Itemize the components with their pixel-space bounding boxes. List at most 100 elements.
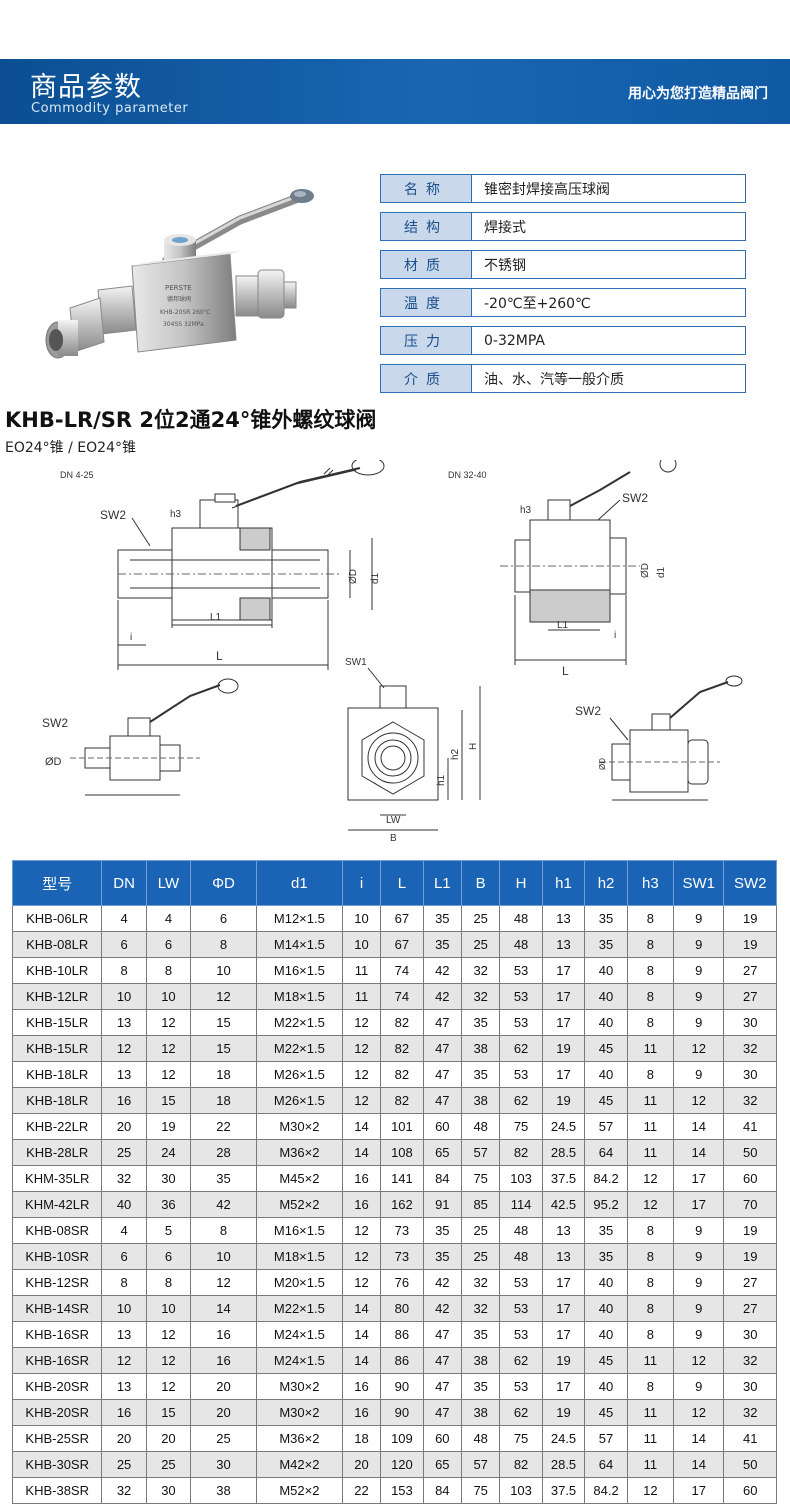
table-cell: M42×2 [255,1451,343,1478]
table-cell: 8 [626,957,674,984]
table-cell: 17 [541,1321,586,1348]
param-key: 结构 [381,213,471,240]
dim-h2: h2 [450,748,461,760]
param-value: -20℃至+260℃ [471,289,745,316]
table-cell: 32 [461,957,501,984]
table-cell: 11 [626,1113,674,1140]
table-cell: 12 [101,1347,147,1374]
table-cell: 8 [626,1269,674,1296]
param-row: 名称锥密封焊接高压球阀 [380,174,746,203]
dim-l-large: L [562,664,569,678]
table-cell: 62 [499,1087,543,1114]
table-cell: KHB-38SR [11,1477,103,1504]
table-cell: 32 [101,1165,147,1192]
dim-lw: LW [386,815,401,826]
table-cell: 14 [341,1347,382,1374]
table-cell: 62 [499,1347,543,1374]
table-cell: 30 [723,1373,777,1400]
column-header: SW2 [723,860,777,906]
table-cell: 14 [672,1113,725,1140]
table-cell: KHB-10SR [11,1243,103,1270]
table-cell: KHB-22LR [11,1113,103,1140]
table-cell: 8 [626,983,674,1010]
dim-l1: L1 [210,612,222,623]
table-cell: 13 [541,905,586,932]
table-cell: 11 [626,1035,674,1062]
column-header: DN [101,860,147,906]
table-cell: 65 [422,1451,463,1478]
table-cell: 10 [101,1295,147,1322]
drawing-front: SW1 LW B h1 h2 H [345,657,481,844]
table-cell: 8 [626,1061,674,1088]
param-row: 介质油、水、汽等一般介质 [380,364,746,393]
table-cell: KHM-42LR [11,1191,103,1218]
table-cell: KHB-08LR [11,931,103,958]
table-cell: 12 [145,1373,192,1400]
table-cell: 11 [626,1139,674,1166]
table-cell: 53 [499,1061,543,1088]
dim-od-large: ØD [640,563,651,578]
table-cell: 22 [341,1477,382,1504]
table-cell: 90 [380,1373,424,1400]
table-cell: 35 [584,931,628,958]
table-cell: KHB-28LR [11,1139,103,1166]
table-cell: 75 [461,1477,501,1504]
table-cell: 17 [672,1477,725,1504]
table-cell: 14 [341,1321,382,1348]
table-cell: M20×1.5 [255,1269,343,1296]
table-cell: M52×2 [255,1477,343,1504]
table-cell: 45 [584,1035,628,1062]
table-cell: 13 [101,1061,147,1088]
table-cell: 19 [541,1347,586,1374]
param-key: 温度 [381,289,471,316]
column-header: h1 [541,860,586,906]
table-cell: 14 [672,1425,725,1452]
table-cell: M36×2 [255,1139,343,1166]
table-cell: 9 [672,1009,725,1036]
table-cell: 9 [672,905,725,932]
table-cell: 73 [380,1243,424,1270]
table-cell: 19 [541,1399,586,1426]
table-cell: 8 [145,957,192,984]
table-cell: 86 [380,1321,424,1348]
section-title: KHB-LR/SR 2位2通24°锥外螺纹球阀 [5,408,377,432]
table-cell: KHB-14SR [11,1295,103,1322]
dim-h3: h3 [170,509,182,520]
table-cell: KHB-25SR [11,1425,103,1452]
table-cell: 8 [626,1243,674,1270]
table-cell: 12 [145,1009,192,1036]
table-cell: 53 [499,1373,543,1400]
table-cell: 10 [190,957,257,984]
table-cell: KHB-18LR [11,1061,103,1088]
table-cell: 10 [341,931,382,958]
table-cell: 9 [672,1321,725,1348]
table-cell: KHB-12LR [11,983,103,1010]
table-cell: 12 [341,1061,382,1088]
table-cell: 82 [380,1061,424,1088]
table-cell: 15 [190,1035,257,1062]
table-cell: 19 [723,931,777,958]
table-cell: 57 [584,1425,628,1452]
table-cell: 10 [341,905,382,932]
table-cell: 18 [341,1425,382,1452]
table-cell: M22×1.5 [255,1295,343,1322]
table-cell: 42 [422,1295,463,1322]
table-cell: 25 [101,1451,147,1478]
param-value: 油、水、汽等一般介质 [471,365,745,392]
table-cell: 47 [422,1321,463,1348]
table-cell: KHB-30SR [11,1451,103,1478]
table-cell: 35 [422,905,463,932]
table-cell: 38 [461,1087,501,1114]
table-cell: 90 [380,1399,424,1426]
table-cell: 19 [541,1035,586,1062]
table-cell: 6 [101,931,147,958]
header-banner: 商品参数 Commodity parameter 用心为您打造精品阀门 [0,59,790,124]
table-cell: 45 [584,1399,628,1426]
table-cell: 48 [499,931,543,958]
